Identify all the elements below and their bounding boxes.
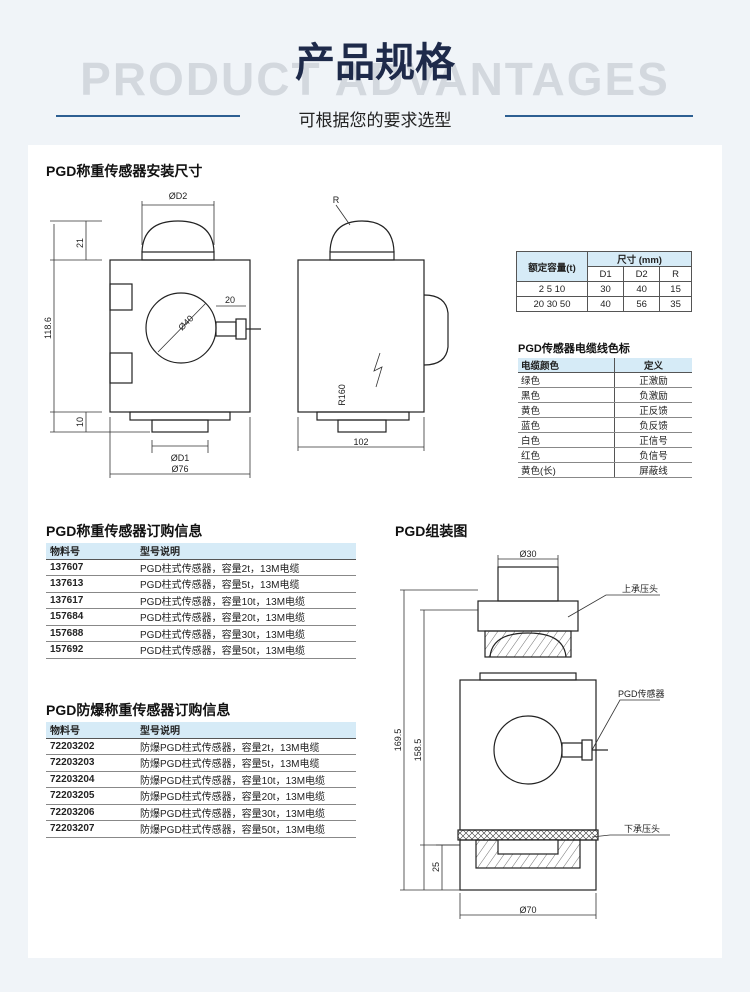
- asm-dim-169-5: 169.5: [393, 729, 403, 752]
- dim-d2: ØD2: [169, 191, 188, 201]
- dim-21: 21: [75, 238, 85, 248]
- spec-sub-r: R: [659, 266, 692, 282]
- install-drawing: ØD2 21 118.6 20 Ø40 10 ØD1 Ø76 R R160 10…: [43, 191, 449, 478]
- page-title: 产品规格: [295, 41, 455, 85]
- order-header-id: 物料号: [46, 543, 136, 560]
- cable-color-table: 电缆颜色 定义 绿色正激励 黑色负激励 黄色正反馈 蓝色负反馈 白色正信号 红色…: [518, 358, 692, 478]
- asm-dim-158-5: 158.5: [413, 739, 423, 762]
- assembly-section-title: PGD组装图: [395, 523, 468, 539]
- dim-102: 102: [353, 437, 368, 447]
- cable-header-color: 电缆颜色: [518, 358, 615, 373]
- table-row: 黄色(长)屏蔽线: [518, 462, 692, 478]
- table-row: 20 30 50 40 56 35: [516, 296, 692, 312]
- header-line-right: [505, 115, 693, 117]
- spec-sub-d2: D2: [623, 266, 661, 282]
- page-subtitle: 可根据您的要求选型: [298, 111, 452, 130]
- table-row: 2 5 10 30 40 15: [516, 281, 692, 297]
- asm-dim-d70: Ø70: [519, 905, 536, 915]
- exorder-header-desc: 型号说明: [136, 722, 356, 739]
- label-lower-head: 下承压头: [624, 824, 660, 834]
- spec-sub-d1: D1: [586, 266, 625, 282]
- dim-20: 20: [225, 295, 235, 305]
- dim-10: 10: [75, 417, 85, 427]
- asm-dim-d30: Ø30: [519, 549, 536, 559]
- spec-header-capacity: 额定容量(t): [516, 251, 588, 282]
- table-row: 蓝色负反馈: [518, 417, 692, 433]
- cable-section-title: PGD传感器电缆线色标: [518, 343, 630, 355]
- table-row: 红色负信号: [518, 447, 692, 463]
- table-row: 黄色正反馈: [518, 402, 692, 418]
- assembly-drawing: Ø30 上承压头 PGD传感器 下承压头 169.5 158.5 25 Ø70: [393, 549, 670, 919]
- cable-header-definition: 定义: [614, 358, 692, 373]
- order-section-title: PGD称重传感器订购信息: [46, 523, 203, 539]
- install-section-title: PGD称重传感器安装尺寸: [46, 163, 203, 179]
- dim-118-6: 118.6: [43, 317, 53, 339]
- page-header: PRODUCT ADVANTAGES 产品规格 可根据您的要求选型: [0, 0, 750, 140]
- spec-header-size: 尺寸 (mm): [587, 251, 692, 267]
- dim-r: R: [333, 195, 340, 205]
- table-row: 黑色负激励: [518, 387, 692, 403]
- asm-dim-25: 25: [431, 862, 441, 872]
- table-row: 白色正信号: [518, 432, 692, 448]
- table-row: 绿色正激励: [518, 372, 692, 388]
- label-upper-head: 上承压头: [622, 584, 658, 594]
- order-header-desc: 型号说明: [136, 543, 356, 560]
- exorder-section-title: PGD防爆称重传感器订购信息: [46, 702, 231, 718]
- label-sensor: PGD传感器: [618, 688, 665, 699]
- dim-r160: R160: [337, 384, 347, 406]
- exorder-header-id: 物料号: [46, 722, 136, 739]
- header-line-left: [56, 115, 240, 117]
- spec-table: 额定容量(t) 尺寸 (mm) D1 D2 R 2 5 10 30 40 15 …: [516, 251, 692, 312]
- dim-d76: Ø76: [171, 464, 188, 474]
- dim-d1: ØD1: [171, 453, 190, 463]
- header-background-text: PRODUCT ADVANTAGES: [80, 53, 670, 105]
